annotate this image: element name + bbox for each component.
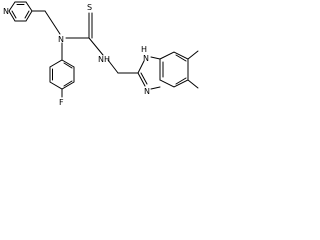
imidazole-bond-n1-c7a	[150, 56, 161, 60]
atom-label-imidazole-n: N	[144, 87, 150, 96]
benzyl-bond-2	[44, 10, 61, 35]
aryl-double-bond-c	[63, 62, 73, 69]
methyl-bond-1	[187, 50, 199, 60]
aryl-double-bond-b	[63, 80, 73, 87]
label-layer: N N S NH F H N N	[3, 3, 150, 107]
pyridine-double-bond-c	[11, 10, 17, 19]
bond-layer	[8, 1, 199, 98]
atom-label-pyridine-n: N	[3, 7, 9, 16]
ethyl-bond-1	[107, 59, 119, 74]
benzimidazole-benzene-ring	[159, 51, 189, 88]
imidazole-bond-n3-c3a	[150, 86, 161, 90]
imidazole-bond-c2-n1	[137, 60, 145, 74]
atom-label-central-n: N	[58, 35, 64, 44]
atom-label-imidazole-nh-h: H	[141, 45, 147, 54]
methyl-bond-2	[187, 79, 199, 89]
atom-label-imidazole-nh-n: N	[143, 54, 149, 63]
pyridine-double-bond-b	[24, 10, 30, 19]
fluorophenyl-ring	[49, 59, 75, 90]
atom-label-fluorine: F	[59, 98, 64, 107]
atom-label-sulfur: S	[87, 3, 92, 12]
benzene-double-bond-b	[175, 54, 187, 62]
imidazole-double-bond-b	[140, 72, 148, 85]
chemical-structure: N N S NH F H N N	[3, 1, 199, 107]
imidazole-double-bond-a	[137, 72, 146, 87]
thiocarbonyl-to-nh	[88, 37, 104, 56]
atom-label-amide-nh: NH	[98, 55, 110, 64]
benzene-double-bond-c	[175, 77, 187, 85]
